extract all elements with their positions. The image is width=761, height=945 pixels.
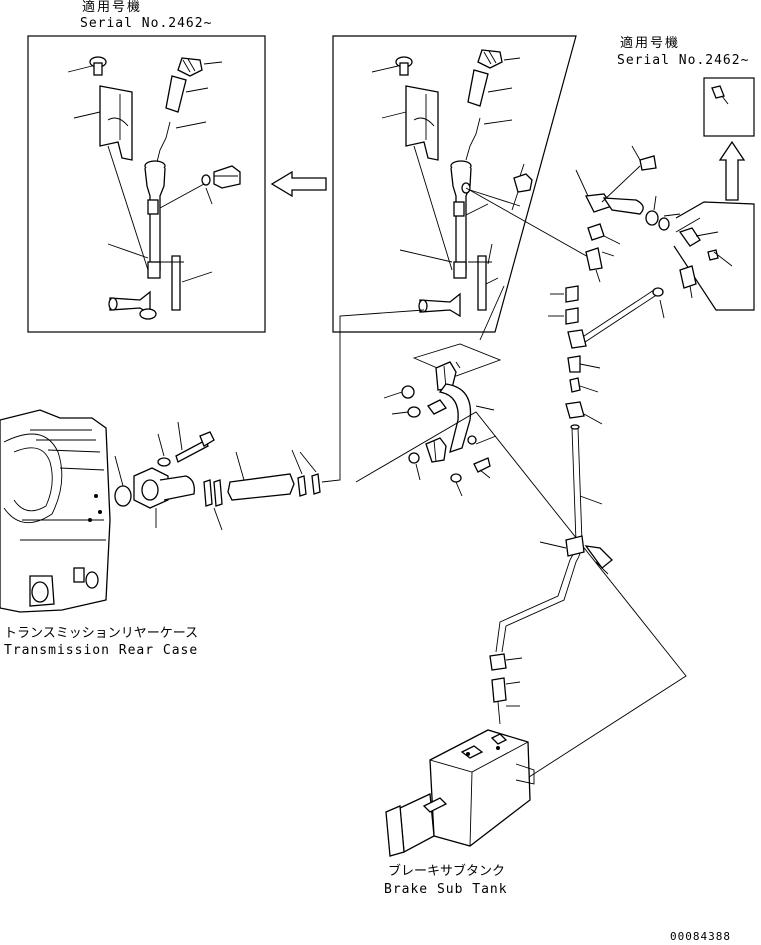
detail-box-middle [332,35,591,333]
o-ring-icon [114,485,132,507]
brake-tank-en-label: Brake Sub Tank [384,882,508,897]
bolt-icon [89,56,107,76]
transmission-jp-label: トランスミッションリヤーケース [4,626,199,641]
serial-right-jp-label: 適用号機 [620,36,681,51]
arrow-up-icon [718,140,746,201]
brake-sub-tank-icon [385,729,535,857]
filler-cap-icon [177,57,203,77]
bolt-washer-icon [201,165,241,189]
drawing-number: 00084388 [670,930,731,943]
brake-pipe-assembly [489,145,755,725]
transmission-en-label: Transmission Rear Case [4,643,199,658]
transmission-rear-case-icon [0,409,111,613]
brake-tank-jp-label: ブレーキサブタンク [388,864,506,879]
arrow-left-icon [270,170,327,198]
serial-left-label: Serial No.2462~ [80,16,213,31]
serial-left-jp-label: 適用号機 [82,0,143,15]
detail-box-left [27,35,266,333]
rubber-hose-icon [227,451,295,501]
filler-tube-icon [108,160,166,320]
hose-clamp-assembly [383,285,505,497]
serial-box-right [703,77,755,137]
serial-right-label: Serial No.2462~ [617,53,750,68]
flange-elbow-icon [133,467,195,528]
